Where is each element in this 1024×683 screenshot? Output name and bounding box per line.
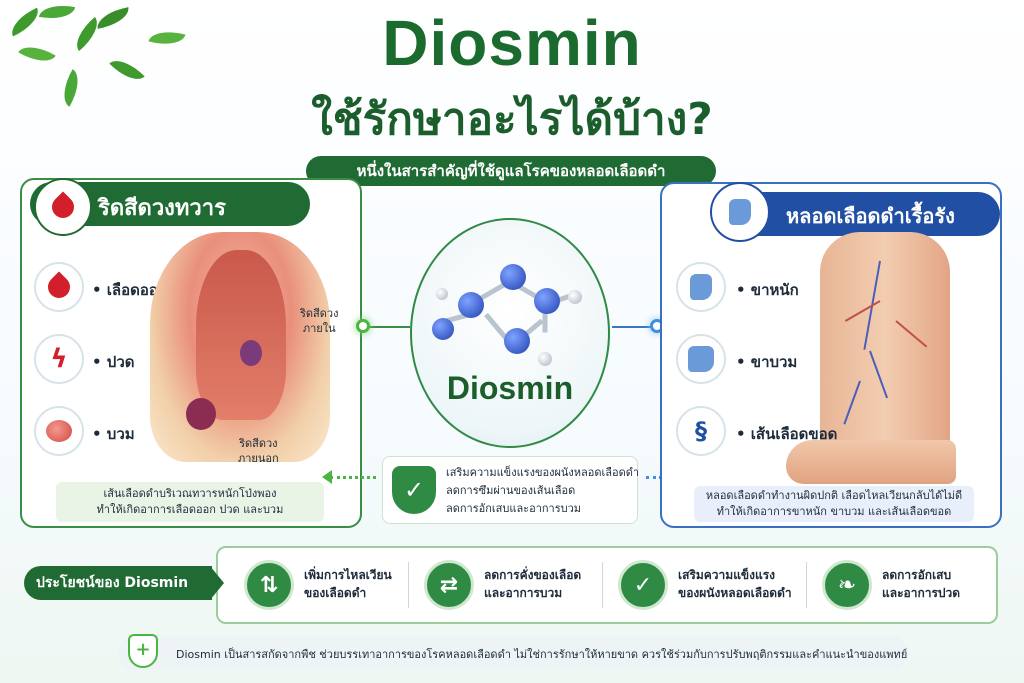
symptom-swollen-legs: • ขาบวม xyxy=(736,353,798,371)
blood-drop-shape xyxy=(43,271,75,303)
molecule-hydrogen xyxy=(436,288,448,300)
blood-drop-icon xyxy=(34,262,84,312)
page-subtitle: ใช้รักษาอะไรได้บ้าง? xyxy=(311,94,713,145)
circulation-arrows-icon: ⇅ xyxy=(244,560,294,610)
external-hemorrhoid-marker xyxy=(186,398,216,430)
benefit-vein-wall: เสริมความแข็งแรง ของผนังหลอดเลือดดำ xyxy=(678,568,792,600)
diosmin-action-list: เสริมความแข็งแรงของผนังหลอดเลือดดำ ลดการ… xyxy=(446,466,640,515)
shield-check-icon: ✓ xyxy=(392,466,436,514)
symptom-bleeding: • เลือดออก xyxy=(92,281,167,299)
page-title: Diosmin xyxy=(382,7,642,79)
benefit-divider xyxy=(408,562,409,608)
shield-check-icon: ✓ xyxy=(618,560,668,610)
symptom-pain: • ปวด xyxy=(92,353,135,371)
molecule-atom xyxy=(534,288,560,314)
molecule-atom xyxy=(500,264,526,290)
diosmin-label: Diosmin xyxy=(446,370,574,406)
swelling-icon xyxy=(34,406,84,456)
hemorrhoid-info-box: เส้นเลือดดำบริเวณทวารหนักโป่งพอง ทำให้เก… xyxy=(56,482,324,522)
external-hemorrhoid-label: ริดสีดวง ภายนอก xyxy=(238,437,279,465)
medical-shield-icon: + xyxy=(128,634,158,668)
benefit-inflammation: ลดการอักเสบ และอาการปวด xyxy=(882,568,961,600)
connector-right xyxy=(612,326,658,328)
molecule-atom xyxy=(504,328,530,354)
leaf-icon: ❧ xyxy=(822,560,872,610)
varicose-vein-icon: § xyxy=(676,406,726,456)
molecule-atom xyxy=(432,318,454,340)
chronic-venous-info-box: หลอดเลือดดำทำงานผิดปกติ เลือดไหลเวียนกลั… xyxy=(694,486,974,522)
leg-shape xyxy=(729,199,751,225)
chronic-venous-panel-title: หลอดเลือดดำเรื้อรัง xyxy=(786,204,955,228)
symptom-heavy-legs: • ขาหนัก xyxy=(736,281,799,299)
internal-hemorrhoid-label: ริดสีดวง ภายใน xyxy=(300,307,339,335)
heavy-leg-icon xyxy=(676,262,726,312)
tagline-pill: หนึ่งในสารสำคัญที่ใช้ดูแลโรคของหลอดเลือด… xyxy=(306,156,716,186)
connector-dot-left xyxy=(356,319,370,333)
benefit-circulation: เพิ่มการไหลเวียน ของเลือดดำ xyxy=(304,568,392,600)
vein-compress-icon: ⇄ xyxy=(424,560,474,610)
foot-illustration xyxy=(786,440,956,484)
molecule-hydrogen xyxy=(538,352,552,366)
dotted-arrow-left xyxy=(330,476,376,479)
disclaimer-box xyxy=(118,636,908,670)
disclaimer-text: Diosmin เป็นสารสกัดจากพืช ช่วยบรรเทาอากา… xyxy=(176,648,908,661)
hemorrhoid-panel-title: ริดสีดวงทวาร xyxy=(98,196,226,221)
swollen-foot-shape xyxy=(688,346,714,372)
leg-icon xyxy=(712,184,768,240)
anal-canal-illustration xyxy=(196,250,286,420)
molecule-atom xyxy=(458,292,484,318)
benefit-divider xyxy=(602,562,603,608)
internal-hemorrhoid-marker xyxy=(240,340,262,366)
benefits-header-arrow xyxy=(210,566,224,600)
blood-drop-icon xyxy=(36,180,90,234)
arrow-left-icon xyxy=(322,470,332,484)
benefit-congestion: ลดการคั่งของเลือด และอาการบวม xyxy=(484,568,582,600)
molecule-hydrogen xyxy=(568,290,582,304)
symptom-swelling: • บวม xyxy=(92,425,135,443)
swollen-foot-icon xyxy=(676,334,726,384)
blood-drop-shape xyxy=(47,191,79,223)
foot-weight-shape xyxy=(690,274,712,300)
lightning-icon: ϟ xyxy=(34,334,84,384)
benefit-divider xyxy=(806,562,807,608)
symptom-varicose-veins: • เส้นเลือดขอด xyxy=(736,425,838,443)
benefits-header: ประโยชน์ของ Diosmin xyxy=(24,566,212,600)
connector-left xyxy=(364,326,410,328)
swelling-shape xyxy=(46,420,72,442)
